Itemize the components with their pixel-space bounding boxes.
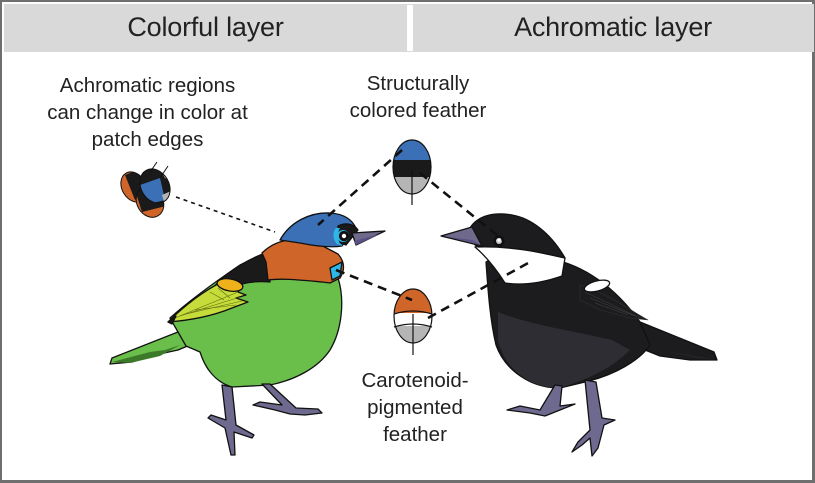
edge-feather-connector [175, 196, 276, 233]
edge-feathers-icon [115, 161, 177, 223]
label-line: pigmented [367, 396, 463, 419]
carotenoid-to-achromatic-connector [427, 260, 531, 320]
structural-to-colorful-connector [317, 149, 403, 226]
label-line: feather [383, 423, 447, 446]
label-line: Structurally [366, 72, 470, 95]
label-line: Carotenoid- [361, 369, 469, 392]
structural-feather-label: Structurally colored feather [318, 70, 518, 124]
label-line: colored feather [349, 99, 487, 122]
achromatic-regions-label: Achromatic regions can change in color a… [25, 72, 270, 153]
structural-feather-icon [392, 139, 432, 205]
carotenoid-to-colorful-connector [335, 268, 413, 302]
label-line: can change in color at [47, 101, 248, 124]
achromatic-bird-illustration [440, 213, 718, 457]
carotenoid-feather-icon [393, 288, 433, 355]
colorful-layer-title: Colorful layer [127, 12, 284, 42]
header-divider [407, 5, 413, 51]
connector-lines [175, 149, 531, 320]
achromatic-layer-title: Achromatic layer [514, 12, 712, 42]
structural-to-achromatic-connector [419, 171, 504, 242]
label-line: Achromatic regions [59, 74, 236, 97]
label-line: patch edges [91, 128, 204, 151]
carotenoid-feather-label: Carotenoid- pigmented feather [330, 367, 500, 448]
colorful-bird-illustration [109, 212, 386, 456]
